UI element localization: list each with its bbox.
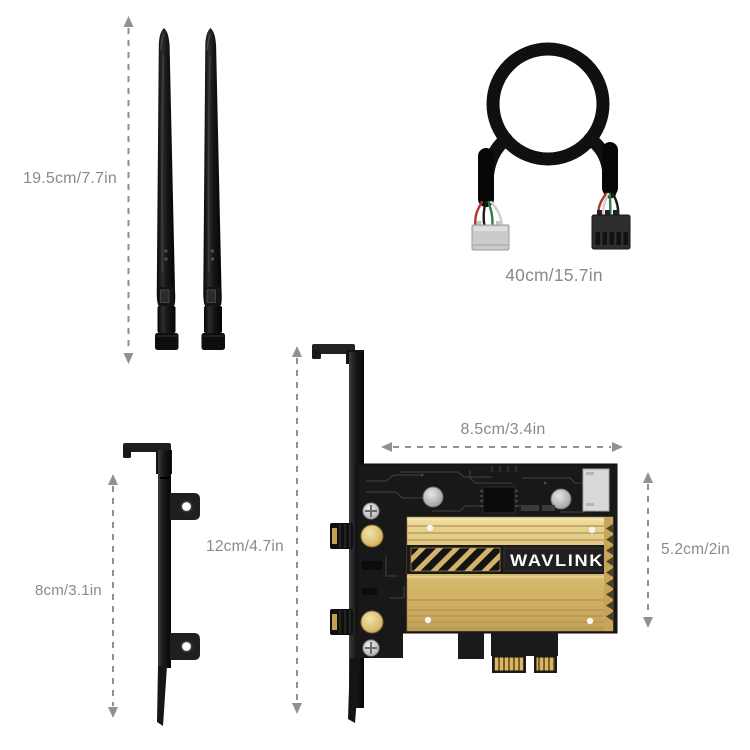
antenna-post-bottom: [360, 610, 384, 634]
dim-card-bracket-height: [292, 346, 302, 714]
capacitor-left: [422, 486, 444, 508]
usb-header-socket: [582, 468, 610, 512]
wifi-antennas: [154, 27, 226, 351]
cable-wires-left: [474, 200, 504, 228]
cable-connector-white: [471, 221, 510, 251]
capacitor-right: [550, 488, 572, 510]
heatsink: WAVLINK: [406, 516, 614, 632]
resistor-cluster: [521, 505, 539, 511]
screw-bottom: [362, 639, 380, 657]
pcie-x1-connector: [458, 632, 558, 673]
board-height-label: 5.2cm/2in: [661, 541, 730, 558]
dim-antenna-height: [123, 16, 134, 364]
heatsink-screw-dot: [426, 524, 434, 532]
antenna-post-top: [360, 524, 384, 548]
pcie-wifi-card: WAVLINK: [312, 344, 618, 723]
dim-low-bracket-height: [108, 474, 118, 718]
antenna-right: [200, 27, 226, 351]
screw-top: [362, 502, 380, 520]
gold-fingers-long: [493, 656, 525, 672]
full-height-bracket: [312, 344, 364, 723]
dim-board-height: [643, 472, 653, 628]
antenna-height-label: 19.5cm/7.7in: [23, 170, 118, 187]
cable-loop: [486, 42, 610, 166]
usb-header-cable: [471, 42, 631, 251]
dim-board-width: [381, 442, 623, 452]
heatsink-screw-dot: [588, 526, 596, 534]
hazard-stripes: [410, 547, 501, 572]
sma-connector-top: [330, 523, 353, 549]
heatsink-screw-dot: [586, 617, 594, 625]
bracket-screw-tab-top: [170, 493, 200, 520]
bracket-screw-tab-bottom: [170, 633, 200, 660]
cable-length-label: 40cm/15.7in: [505, 265, 603, 285]
cable-connector-black: [591, 210, 631, 250]
dimension-lines: [108, 16, 653, 718]
ic-chip: [480, 486, 518, 514]
heatsink-screw-dot: [424, 616, 432, 624]
low-bracket-height-label: 8cm/3.1in: [35, 582, 102, 599]
sma-connector-bottom: [330, 609, 353, 635]
gold-fingers-short: [535, 656, 556, 672]
card-bracket-height-label: 12cm/4.7in: [206, 538, 284, 555]
wavlink-logo: WAVLINK: [510, 551, 604, 570]
low-profile-bracket: [123, 443, 200, 726]
board-width-label: 8.5cm/3.4in: [460, 421, 546, 438]
antenna-left: [154, 27, 180, 351]
